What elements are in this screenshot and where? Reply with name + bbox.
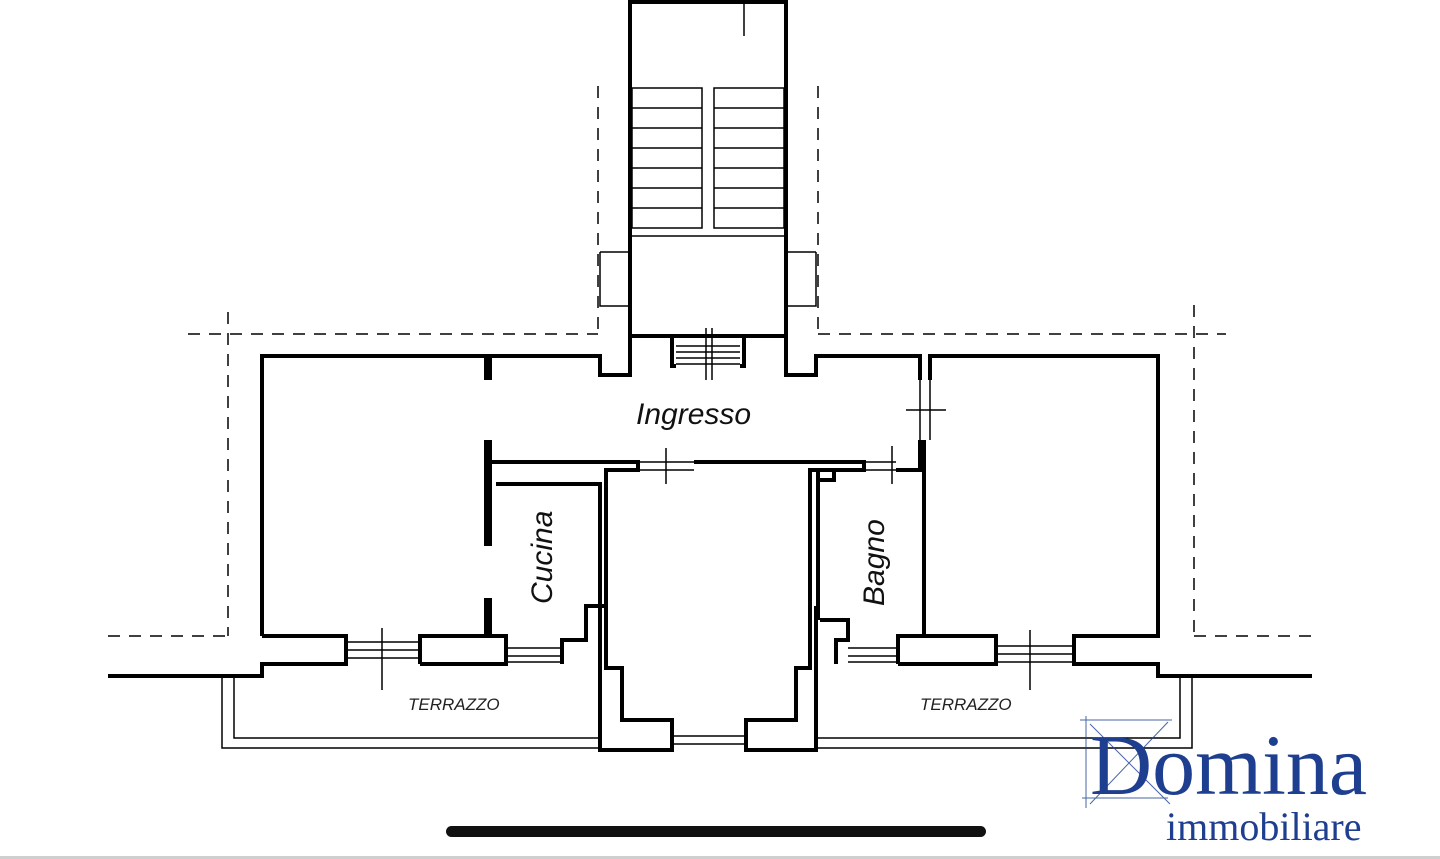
bottom-divider xyxy=(0,856,1440,859)
logo-grid-icon xyxy=(1080,716,1172,808)
logo-tagline: immobiliare xyxy=(1166,804,1362,849)
interior-walls xyxy=(484,356,926,636)
room-label-bagno: Bagno xyxy=(858,519,891,606)
company-logo: Domina immobiliare xyxy=(1080,716,1367,849)
room-label-cucina: Cucina xyxy=(526,511,559,604)
outer-walls xyxy=(108,334,1312,752)
terrace-label-right: TERRAZZO xyxy=(920,695,1012,714)
staircase xyxy=(599,0,817,338)
home-indicator[interactable] xyxy=(446,826,986,837)
openings xyxy=(346,328,1074,690)
logo-brand: Domina xyxy=(1090,717,1367,813)
terrace-label-left: TERRAZZO xyxy=(408,695,500,714)
terraces xyxy=(221,676,1193,749)
room-label-ingresso: Ingresso xyxy=(636,398,751,431)
property-boundary xyxy=(108,86,1312,637)
